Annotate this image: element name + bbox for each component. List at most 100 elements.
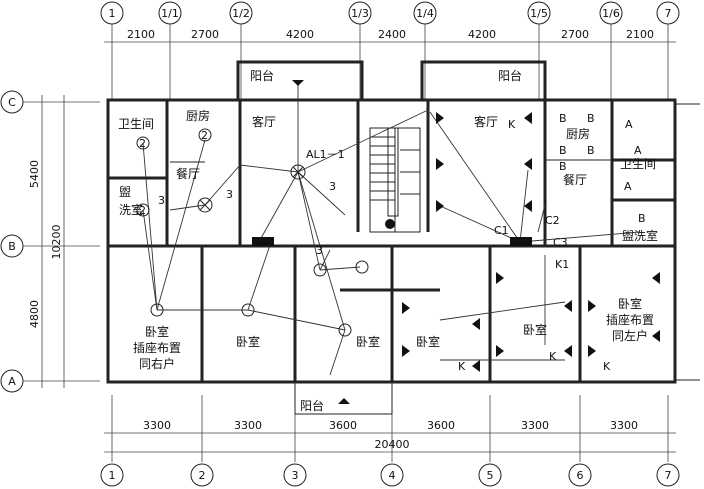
room-label: 插座布置 [133, 340, 181, 355]
dimension-text: 4200 [468, 28, 496, 41]
room-label: 卧室 [523, 322, 547, 337]
room-label: 插座布置 [606, 312, 654, 327]
socket-label: B [638, 212, 646, 225]
wiring [142, 82, 641, 376]
room-label: 餐厅 [176, 166, 200, 181]
dimension-text: 4200 [286, 28, 314, 41]
room-label: 卧室 [416, 334, 440, 349]
dimension-text: 3300 [521, 419, 549, 432]
switch-label: K [603, 360, 611, 373]
room-label: 厨房 [566, 126, 590, 141]
axis-label-bottom: 6 [577, 469, 584, 482]
circuit-label: C1 [494, 224, 509, 237]
wire-count-label: 3 [226, 188, 233, 201]
switch-label: K [508, 118, 516, 131]
socket-label: B [559, 112, 567, 125]
dimension-total: 20400 [375, 438, 410, 451]
panel-label: AL1－1 [306, 148, 345, 161]
lamp-icon [385, 219, 395, 229]
room-label: 洗室 [119, 202, 143, 217]
lamp-icon [150, 303, 164, 317]
room-labels: 卫生间 厨房 客厅 阳台 阳台 客厅 厨房 餐厅 餐厅 卫生间 盥 洗室 盥洗室… [118, 68, 658, 413]
wire-count-label: 3 [329, 180, 336, 193]
room-label: 阳台 [498, 68, 522, 83]
walls [106, 60, 700, 415]
wire-count-label: 2 [139, 137, 146, 150]
lamp-icon [313, 263, 327, 277]
room-label: 卫生间 [118, 117, 154, 131]
distribution-box-icon [510, 237, 532, 246]
wire-count-label: 3 [316, 244, 323, 257]
dimension-text: 2400 [378, 28, 406, 41]
lamp-icon [355, 260, 369, 274]
lamp-icon [241, 303, 255, 317]
top-dimension-line: 2100 2700 4200 2400 4200 2700 2100 [104, 24, 676, 100]
wire-count-label: 2 [139, 204, 146, 217]
dimension-text: 3300 [610, 419, 638, 432]
room-label: 卧室 [145, 324, 169, 339]
fixtures [136, 80, 660, 404]
axis-label-left: B [8, 240, 16, 253]
dimension-text: 2100 [626, 28, 654, 41]
socket-label: A [625, 118, 633, 131]
wire-count-label: 2 [201, 129, 208, 142]
axis-label-top: 1/2 [232, 7, 250, 20]
axis-label-top: 1/4 [416, 7, 434, 20]
annotation-labels: AL1－1 C1 C2 C3 K1 K K K K B B B B B B A … [139, 112, 646, 373]
dimension-text: 3600 [329, 419, 357, 432]
axis-label-bottom: 2 [199, 469, 206, 482]
dimension-text: 3600 [427, 419, 455, 432]
left-axis-markers: C B A 5400 4800 10200 [0, 90, 100, 393]
lamp-icon [290, 164, 306, 180]
axis-label-bottom: 4 [389, 469, 396, 482]
room-label: 阳台 [250, 68, 274, 83]
dimension-text: 3300 [143, 419, 171, 432]
room-label: 同右户 [139, 356, 175, 371]
switch-label: K [458, 360, 466, 373]
axis-label-bottom: 5 [487, 469, 494, 482]
socket-label: A [624, 180, 632, 193]
dimension-text: 4800 [28, 300, 41, 328]
lamp-icon [136, 136, 150, 150]
room-label: 客厅 [252, 114, 276, 129]
room-label: 阳台 [300, 398, 324, 413]
bottom-dimension-line: 3300 3300 3600 3600 3300 3300 20400 [104, 395, 676, 462]
axis-label-top: 1/3 [351, 7, 369, 20]
room-label: 厨房 [186, 108, 210, 123]
axis-label-top: 7 [665, 7, 672, 20]
axis-label-top: 1/6 [602, 7, 620, 20]
axis-label-bottom: 7 [665, 469, 672, 482]
axis-label-bottom: 1 [109, 469, 116, 482]
axis-label-top: 1 [109, 7, 116, 20]
room-label: 卧室 [236, 334, 260, 349]
socket-label: B [587, 144, 595, 157]
lamp-icon [136, 203, 150, 217]
lamp-icon [197, 197, 213, 213]
ceiling-lamp-icon [292, 80, 304, 86]
wire-count-label: 3 [158, 194, 165, 207]
switch-label: K [549, 350, 557, 363]
dimension-text: 10200 [50, 225, 63, 260]
dimension-text: 2700 [191, 28, 219, 41]
room-label: 客厅 [474, 114, 498, 129]
dimension-text: 2700 [561, 28, 589, 41]
distribution-box-icon [252, 237, 274, 246]
axis-label-top: 1/1 [161, 7, 179, 20]
room-label: 卫生间 [620, 157, 656, 171]
circuit-label: C3 [553, 236, 568, 249]
room-label: 盥洗室 [622, 228, 658, 243]
lamp-icon [198, 128, 212, 142]
room-label: 卧室 [618, 296, 642, 311]
circuit-label: C2 [545, 214, 560, 227]
circuit-label: K1 [555, 258, 569, 271]
axis-label-bottom: 3 [292, 469, 299, 482]
socket-label: B [587, 112, 595, 125]
dimension-text: 2100 [127, 28, 155, 41]
axis-label-left: C [8, 96, 16, 109]
room-label: 同左户 [612, 328, 648, 343]
top-axis-markers: 1 1/1 1/2 1/3 1/4 1/5 1/6 7 [100, 1, 680, 25]
dimension-text: 5400 [28, 160, 41, 188]
room-label: 餐厅 [563, 172, 587, 187]
axis-label-left: A [8, 375, 16, 388]
